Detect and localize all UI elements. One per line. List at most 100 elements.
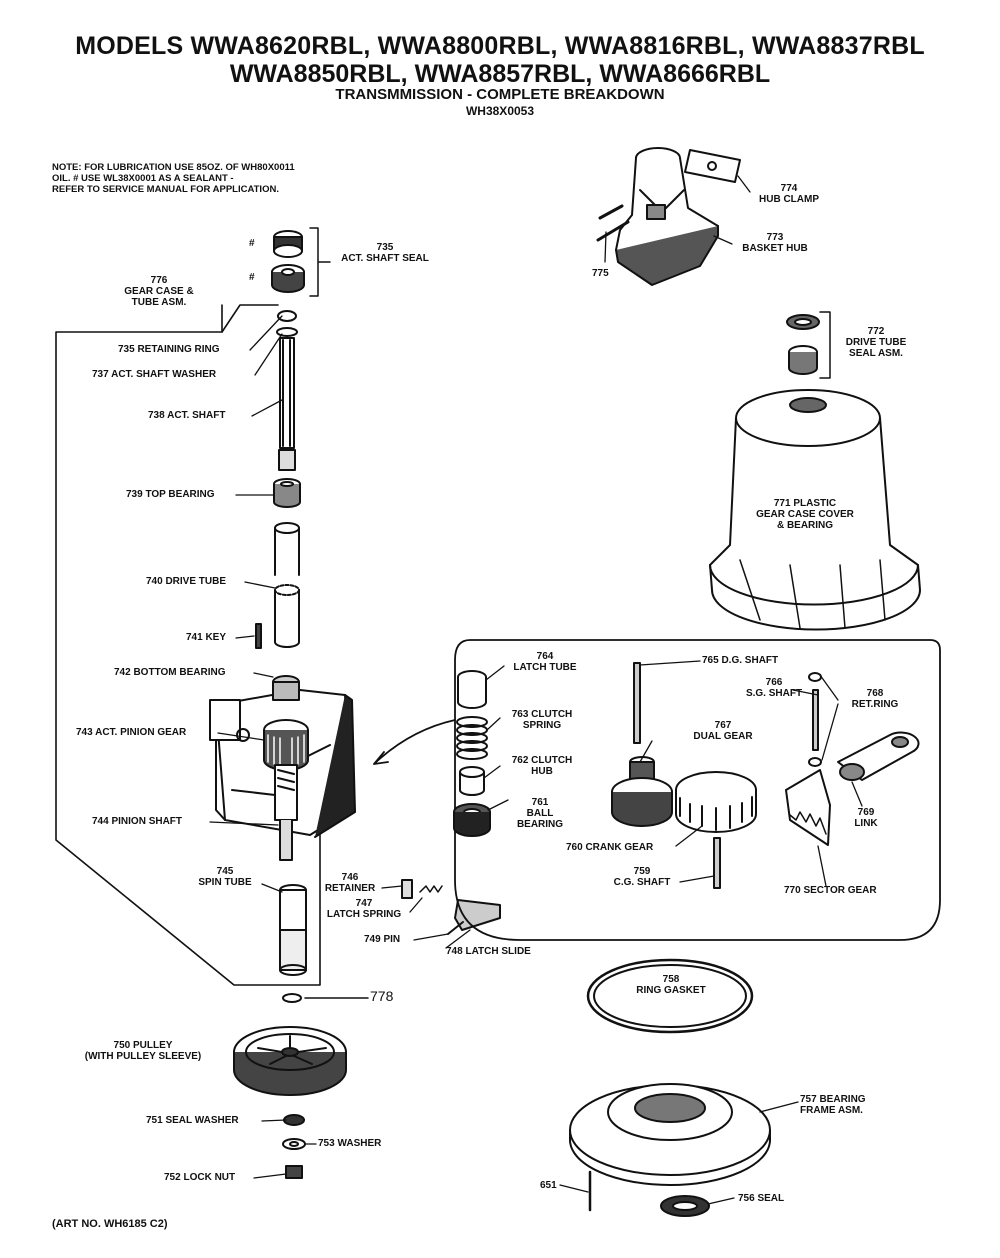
label-776-gear-case: 776 GEAR CASE & TUBE ASM. — [104, 275, 214, 308]
part-number: WH38X0053 — [465, 104, 535, 118]
label-763-name2: SPRING — [522, 720, 562, 731]
dual-gear-part — [611, 756, 673, 827]
label-745-name: SPIN TUBE — [198, 877, 252, 888]
label-757-name1: 757 BEARING — [800, 1094, 866, 1105]
label-747-name: LATCH SPRING — [326, 909, 402, 920]
pinion-shaft-part — [279, 819, 293, 861]
label-spin-tube: 745 SPIN TUBE — [190, 866, 260, 888]
label-746-num: 746 — [341, 872, 359, 883]
label-735-name: ACT. SHAFT SEAL — [341, 253, 429, 264]
label-778: 778 — [370, 988, 394, 1004]
label-747-num: 747 — [355, 898, 373, 909]
latch-spring-part — [419, 885, 443, 893]
leader-lines — [209, 175, 863, 1205]
sg-shaft-part — [812, 689, 819, 751]
subtitle: TRANSMMISSION - COMPLETE BREAKDOWN — [335, 86, 665, 103]
label-750-name1: 750 PULLEY — [113, 1040, 173, 1051]
label-776-name1: GEAR CASE & — [124, 286, 194, 297]
label-latch-tube: 764 LATCH TUBE — [500, 651, 590, 673]
label-758-num: 758 — [662, 974, 680, 985]
label-gear-case-cover: 771 PLASTIC GEAR CASE COVER & BEARING — [740, 498, 870, 531]
label-766-name: S.G. SHAFT — [745, 688, 803, 699]
label-seal-756: 756 SEAL — [738, 1193, 785, 1204]
label-763-name1: 763 CLUTCH — [511, 709, 573, 720]
cg-shaft-part — [713, 837, 721, 889]
label-768-num: 768 — [866, 688, 884, 699]
spin-tube-part — [279, 884, 307, 976]
label-crank-gear: 760 CRANK GEAR — [566, 842, 654, 853]
pin-part — [447, 921, 464, 935]
title-line-1: MODELS WWA8620RBL, WWA8800RBL, WWA8816RB… — [75, 32, 925, 60]
ret-ring-lower-part — [808, 757, 822, 767]
label-764-name: LATCH TUBE — [513, 662, 577, 673]
label-773-num: 773 — [766, 232, 784, 243]
label-776-name2: TUBE ASM. — [131, 297, 187, 308]
label-762-name2: HUB — [531, 766, 553, 777]
gear-case-body — [209, 675, 356, 838]
drive-tube-seal-part — [786, 314, 820, 375]
label-774-num: 774 — [780, 183, 798, 194]
label-773-name: BASKET HUB — [742, 243, 808, 254]
label-767-name: DUAL GEAR — [693, 731, 753, 742]
label-771-name1: 771 PLASTIC — [773, 498, 837, 509]
label-ball-bearing: 761 BALL BEARING — [508, 797, 572, 830]
label-768-name: RET.RING — [851, 699, 899, 710]
label-766-num: 766 — [765, 677, 783, 688]
label-hub-clamp: 774 HUB CLAMP — [746, 183, 832, 205]
label-link: 769 LINK — [846, 807, 886, 829]
label-761-name2: BEARING — [516, 819, 564, 830]
label-washer-753: 753 WASHER — [318, 1138, 382, 1149]
label-746-name: RETAINER — [324, 883, 376, 894]
label-bearing-frame: 757 BEARING FRAME ASM. — [800, 1094, 866, 1116]
dg-shaft-part — [633, 662, 641, 744]
label-pulley: 750 PULLEY (WITH PULLEY SLEEVE) — [68, 1040, 218, 1062]
washer-753-part — [282, 1138, 306, 1150]
label-dg-shaft: 765 D.G. SHAFT — [702, 655, 779, 666]
ring-gasket-part — [586, 958, 754, 1034]
label-771-name3: & BEARING — [776, 520, 834, 531]
bearing-frame-part — [569, 1083, 771, 1186]
label-759-num: 759 — [633, 866, 651, 877]
seal-washer-part — [283, 1114, 305, 1126]
label-dual-gear: 767 DUAL GEAR — [678, 720, 768, 742]
label-771-name2: GEAR CASE COVER — [756, 509, 854, 520]
act-shaft-part — [278, 337, 296, 471]
label-772-name2: SEAL ASM. — [849, 348, 903, 359]
sector-gear-part — [785, 769, 831, 846]
label-basket-hub: 773 BASKET HUB — [730, 232, 820, 254]
label-772-name1: DRIVE TUBE — [845, 337, 907, 348]
label-sector-gear: 770 SECTOR GEAR — [784, 885, 877, 896]
label-clutch-spring: 763 CLUTCH SPRING — [498, 709, 586, 731]
marker-hash-upper: # — [249, 238, 255, 249]
pinion-gear-teeth — [263, 719, 309, 771]
label-retainer: 746 RETAINER — [316, 872, 384, 894]
label-sg-shaft: 766 S.G. SHAFT — [744, 677, 804, 699]
label-clutch-hub: 762 CLUTCH HUB — [498, 755, 586, 777]
label-bottom-bearing: 742 BOTTOM BEARING — [114, 667, 226, 678]
label-764-num: 764 — [536, 651, 554, 662]
washer-778-part — [282, 993, 302, 1003]
label-769-num: 769 — [857, 807, 875, 818]
label-cg-shaft: 759 C.G. SHAFT — [604, 866, 680, 888]
label-769-name: LINK — [854, 818, 878, 829]
clutch-spring-part — [456, 716, 488, 760]
label-ring-gasket: 758 RING GASKET — [628, 974, 714, 996]
drive-tube-part — [274, 522, 300, 648]
screws-part — [596, 204, 630, 242]
label-775: 775 — [592, 268, 609, 279]
label-772-num: 772 — [867, 326, 885, 337]
label-seal-washer: 751 SEAL WASHER — [146, 1115, 239, 1126]
label-761-name1: BALL — [526, 808, 554, 819]
label-759-name: C.G. SHAFT — [613, 877, 671, 888]
label-774-name: HUB CLAMP — [759, 194, 819, 205]
latch-tube-part — [457, 670, 487, 709]
lock-nut-part — [285, 1165, 303, 1179]
gear-case-cover-part — [709, 389, 921, 631]
note-line-1: NOTE: FOR LUBRICATION USE 85OZ. OF WH80X… — [52, 162, 295, 173]
label-ret-ring: 768 RET.RING — [840, 688, 910, 710]
clutch-hub-part — [459, 766, 485, 796]
label-761-num: 761 — [531, 797, 549, 808]
label-757-name2: FRAME ASM. — [800, 1105, 863, 1116]
ball-bearing-part — [453, 803, 491, 837]
